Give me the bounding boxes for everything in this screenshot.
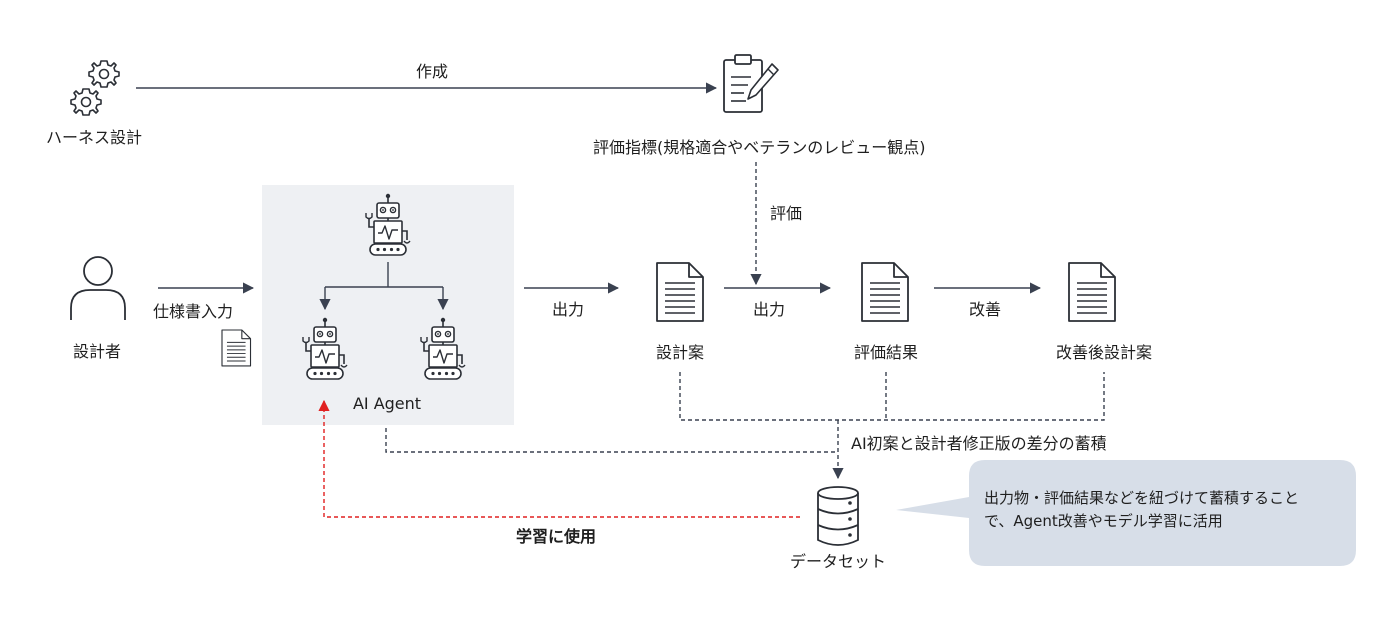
gears-icon	[70, 60, 120, 116]
use-for-learning-label: 学習に使用	[516, 527, 597, 546]
clipboard-pen-icon	[723, 54, 779, 113]
designer-label: 設計者	[72, 342, 122, 361]
document-icon	[1068, 262, 1116, 322]
callout-bubble	[896, 460, 1356, 566]
callout-text: 出力物・評価結果などを紐づけて蓄積すること で、Agent改善やモデル学習に活用	[984, 487, 1344, 533]
ai-agent-label: AI Agent	[352, 394, 422, 413]
document-icon	[861, 262, 909, 322]
accumulate-label: AI初案と設計者修正版の差分の蓄積	[851, 434, 1107, 453]
harness-design-label: ハーネス設計	[46, 128, 143, 147]
callout-line-1: 出力物・評価結果などを紐づけて蓄積すること	[984, 489, 1300, 507]
criteria-label: 評価指標(規格適合やベテランのレビュー観点)	[593, 138, 926, 157]
database-icon	[817, 486, 859, 546]
improve-label: 改善	[968, 300, 1002, 319]
output-2-label: 出力	[752, 300, 786, 319]
document-icon	[221, 329, 252, 367]
accumulation-lines	[385, 372, 1105, 480]
improved-design-label: 改善後設計案	[1055, 343, 1153, 362]
evaluate-label: 評価	[770, 204, 803, 223]
person-icon	[70, 256, 126, 320]
arrow-learning	[318, 399, 800, 518]
callout-line-2: で、Agent改善やモデル学習に活用	[984, 512, 1223, 530]
document-icon	[656, 262, 704, 322]
agent-hierarchy-connector	[319, 262, 449, 311]
evaluation-result-label: 評価結果	[853, 343, 919, 362]
create-label: 作成	[415, 62, 449, 81]
draft-design-label: 設計案	[655, 343, 705, 362]
dataset-label: データセット	[789, 552, 887, 571]
spec-input-label: 仕様書入力	[153, 302, 234, 321]
output-1-label: 出力	[551, 300, 585, 319]
